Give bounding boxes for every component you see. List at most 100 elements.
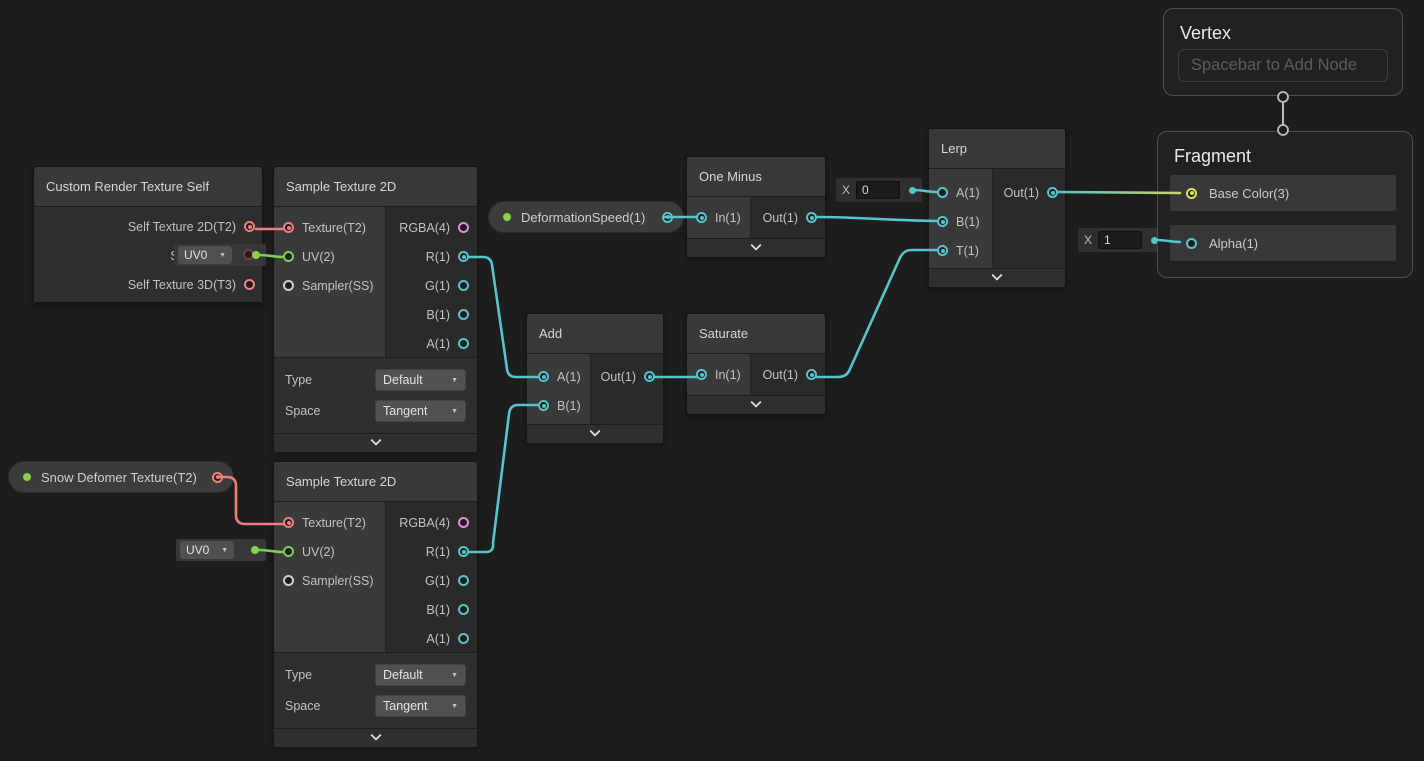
port-r-out[interactable] bbox=[458, 251, 469, 262]
port-texture-in[interactable] bbox=[283, 222, 294, 233]
context-title: Fragment bbox=[1174, 146, 1252, 166]
port-rgba-out[interactable] bbox=[458, 517, 469, 528]
collapse-toggle[interactable] bbox=[274, 433, 477, 452]
port-alpha[interactable] bbox=[1186, 237, 1197, 249]
port-out[interactable] bbox=[662, 211, 673, 223]
port-a[interactable] bbox=[538, 371, 549, 382]
node-lerp[interactable]: Lerp A(1) B(1) T(1) Out(1) bbox=[928, 128, 1066, 288]
spacebar-add-node-box[interactable]: Spacebar to Add Node bbox=[1178, 49, 1388, 82]
value-dot-icon bbox=[1151, 236, 1159, 244]
chevron-down-icon bbox=[750, 239, 762, 251]
port-label: Self Texture 3D(T3) bbox=[127, 277, 236, 292]
port-t[interactable] bbox=[937, 245, 948, 256]
port-out[interactable] bbox=[1047, 187, 1058, 198]
port-label: Sampler(SS) bbox=[302, 278, 374, 293]
port-out[interactable] bbox=[212, 471, 223, 483]
port-r-out[interactable] bbox=[458, 546, 469, 557]
port-b-out[interactable] bbox=[458, 309, 469, 320]
uv-dropdown[interactable]: UV0 ▼ bbox=[178, 246, 232, 264]
port-b[interactable] bbox=[937, 216, 948, 227]
lerp-a-value-input[interactable] bbox=[856, 181, 901, 199]
context-fragment[interactable]: Fragment Base Color(3) Alpha(1) bbox=[1157, 131, 1413, 278]
port-sampler-in[interactable] bbox=[283, 575, 294, 586]
port-in[interactable] bbox=[696, 212, 707, 223]
dropdown-value: UV0 bbox=[184, 248, 208, 262]
node-custom-render-texture-self[interactable]: Custom Render Texture Self Self Texture … bbox=[33, 166, 263, 303]
port-label: A(1) bbox=[557, 369, 581, 384]
port-out[interactable] bbox=[644, 371, 655, 382]
port-sampler-in[interactable] bbox=[283, 280, 294, 291]
port-label: G(1) bbox=[425, 573, 450, 588]
dropdown-value: Tangent bbox=[383, 699, 428, 713]
node-title: One Minus bbox=[687, 157, 825, 197]
chevron-down-icon: ▼ bbox=[451, 407, 458, 415]
collapse-toggle[interactable] bbox=[527, 424, 663, 443]
port-out[interactable] bbox=[806, 369, 817, 380]
type-dropdown[interactable]: Default▼ bbox=[375, 369, 466, 391]
port-label: In(1) bbox=[715, 210, 741, 225]
port-label: Texture(T2) bbox=[302, 515, 366, 530]
chevron-down-icon: ▼ bbox=[221, 546, 228, 554]
port-label: B(1) bbox=[956, 214, 980, 229]
port-label: B(1) bbox=[426, 307, 450, 322]
node-sample-texture-2d-top[interactable]: Sample Texture 2D Texture(T2) UV(2) Samp… bbox=[273, 166, 478, 453]
chevron-down-icon bbox=[750, 396, 762, 408]
node-add[interactable]: Add A(1) B(1) Out(1) bbox=[526, 313, 664, 444]
collapse-toggle[interactable] bbox=[929, 268, 1065, 287]
port-label: B(1) bbox=[557, 398, 581, 413]
collapse-toggle[interactable] bbox=[274, 728, 477, 747]
port-label: RGBA(4) bbox=[399, 515, 450, 530]
port-a[interactable] bbox=[937, 187, 948, 198]
collapse-toggle[interactable] bbox=[687, 238, 825, 257]
port-label: R(1) bbox=[425, 249, 450, 264]
space-dropdown[interactable]: Tangent ▼ bbox=[375, 695, 466, 717]
dropdown-value: Default bbox=[383, 373, 423, 387]
port-label: G(1) bbox=[425, 278, 450, 293]
port-label: Base Color(3) bbox=[1209, 185, 1290, 201]
property-pill-snow-deformer-texture[interactable]: Snow Defomer Texture(T2) bbox=[8, 461, 234, 493]
port-label: B(1) bbox=[426, 602, 450, 617]
port-label: A(1) bbox=[426, 336, 450, 351]
port-label: In(1) bbox=[715, 367, 741, 382]
port-out[interactable] bbox=[806, 212, 817, 223]
context-vertex[interactable]: Vertex Spacebar to Add Node bbox=[1163, 8, 1403, 96]
collapse-toggle[interactable] bbox=[687, 395, 825, 414]
port-rgba-out[interactable] bbox=[458, 222, 469, 233]
node-sample-texture-2d-bottom[interactable]: Sample Texture 2D Texture(T2) UV(2) Samp… bbox=[273, 461, 478, 748]
port-label: Sampler(SS) bbox=[302, 573, 374, 588]
node-saturate[interactable]: Saturate In(1) Out(1) bbox=[686, 313, 826, 415]
node-title: Custom Render Texture Self bbox=[34, 167, 262, 207]
port-texture-in[interactable] bbox=[283, 517, 294, 528]
option-label: Type bbox=[285, 373, 313, 387]
type-dropdown[interactable]: Default▼ bbox=[375, 664, 466, 686]
port-in[interactable] bbox=[696, 369, 707, 380]
port-self-texture-3d[interactable] bbox=[244, 279, 255, 290]
chevron-down-icon: ▼ bbox=[451, 702, 458, 710]
node-one-minus[interactable]: One Minus In(1) Out(1) bbox=[686, 156, 826, 258]
space-dropdown[interactable]: Tangent ▼ bbox=[375, 400, 466, 422]
value-dot-icon bbox=[909, 186, 917, 194]
fragment-row-alpha: Alpha(1) bbox=[1170, 225, 1396, 261]
port-uv-in[interactable] bbox=[283, 251, 294, 262]
property-pill-deformation-speed[interactable]: DeformationSpeed(1) bbox=[488, 201, 684, 233]
port-g-out[interactable] bbox=[458, 280, 469, 291]
port-b-out[interactable] bbox=[458, 604, 469, 615]
port-a-out[interactable] bbox=[458, 633, 469, 644]
port-uv-in[interactable] bbox=[283, 546, 294, 557]
placeholder-text: Spacebar to Add Node bbox=[1191, 56, 1358, 74]
port-label: Out(1) bbox=[1003, 185, 1039, 200]
port-self-texture-2d[interactable] bbox=[244, 221, 255, 232]
node-title: Add bbox=[527, 314, 663, 354]
port-a-out[interactable] bbox=[458, 338, 469, 349]
node-title: Lerp bbox=[929, 129, 1065, 169]
alpha-value-input[interactable] bbox=[1098, 231, 1143, 249]
port-label: T(1) bbox=[956, 243, 979, 258]
chevron-down-icon: ▼ bbox=[219, 251, 226, 259]
property-dot-icon bbox=[503, 213, 511, 221]
port-row: Self Texture 3D(T3) bbox=[34, 270, 262, 299]
port-base-color[interactable] bbox=[1186, 187, 1197, 199]
port-b[interactable] bbox=[538, 400, 549, 411]
port-g-out[interactable] bbox=[458, 575, 469, 586]
uv-dropdown[interactable]: UV0▼ bbox=[180, 541, 234, 559]
dropdown-value: Tangent bbox=[383, 404, 428, 418]
